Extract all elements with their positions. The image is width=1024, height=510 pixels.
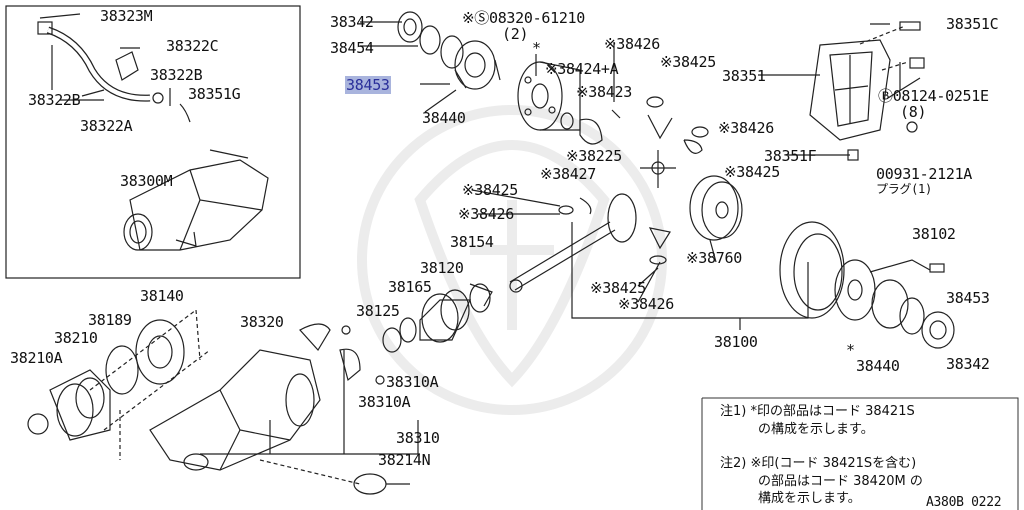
- part-label-38210[interactable]: 38210: [54, 329, 98, 347]
- part-label-38425-c[interactable]: ※38425: [462, 181, 518, 199]
- part-label-38427[interactable]: ※38427: [540, 165, 596, 183]
- part-label-38120[interactable]: 38120: [420, 259, 464, 277]
- part-label-38300M[interactable]: 38300M: [120, 172, 173, 190]
- part-label-38351G[interactable]: 38351G: [188, 85, 241, 103]
- note-2-line-1: 注2) ※印(コード 38421Sを含む): [720, 456, 917, 471]
- asterisk-mark-case: *: [532, 39, 541, 57]
- part-label-38453-bottom[interactable]: 38453: [946, 289, 990, 307]
- part-label-08124-qty: (8): [900, 103, 927, 121]
- pinion-bearings: [382, 283, 491, 353]
- part-label-38440-top[interactable]: 38440: [422, 109, 466, 127]
- part-label-38424A[interactable]: ※38424+A: [545, 60, 619, 78]
- differential-case: [517, 61, 581, 131]
- asterisk-mark-bearing: *: [846, 341, 855, 359]
- note-2-line-3: 構成を示します。: [758, 491, 861, 506]
- part-label-38320[interactable]: 38320: [240, 313, 284, 331]
- part-label-38225[interactable]: ※38225: [566, 147, 622, 165]
- differential-gear-38760: [689, 175, 743, 241]
- part-label-08320-qty: (2): [502, 25, 529, 43]
- part-label-38423[interactable]: ※38423: [576, 83, 632, 101]
- note-1-line-2: の構成を示します。: [758, 422, 874, 437]
- companion-flange: [27, 309, 211, 460]
- part-label-38140[interactable]: 38140: [140, 287, 184, 305]
- ring-gear: [779, 221, 955, 349]
- differential-carrier: [149, 323, 387, 495]
- part-label-08320-61210[interactable]: ※Ⓢ08320-61210: [462, 9, 586, 27]
- part-label-38342-bottom[interactable]: 38342: [946, 355, 990, 373]
- part-label-38322B-left[interactable]: 38322B: [28, 91, 81, 109]
- highlight-marker: 38453: [345, 76, 391, 94]
- part-label-38425-b[interactable]: ※38425: [724, 163, 780, 181]
- part-label-38165[interactable]: 38165: [388, 278, 432, 296]
- part-label-00931-2121A[interactable]: 00931-2121A: [876, 165, 973, 183]
- part-label-38453-highlighted[interactable]: 38453: [345, 76, 391, 94]
- part-label-38425-d[interactable]: ※38425: [590, 279, 646, 297]
- part-label-38154[interactable]: 38154: [450, 233, 494, 251]
- part-label-08124-0251E[interactable]: Ⓑ08124-0251E: [878, 87, 989, 105]
- part-label-38310[interactable]: 38310: [396, 429, 440, 447]
- inset-frame: [5, 5, 301, 279]
- part-label-38426-c[interactable]: ※38426: [458, 205, 514, 223]
- part-label-38760[interactable]: ※38760: [686, 249, 742, 267]
- part-label-38426-b[interactable]: ※38426: [718, 119, 774, 137]
- part-label-38342-top[interactable]: 38342: [330, 13, 374, 31]
- note-2-line-2: の部品はコード 38420M の: [758, 474, 923, 489]
- diagram-code: A380B 0222: [926, 495, 1002, 510]
- part-label-38322A[interactable]: 38322A: [80, 117, 133, 135]
- drive-pinion: [469, 193, 637, 307]
- part-label-38426-a[interactable]: ※38426: [604, 35, 660, 53]
- part-label-38454[interactable]: 38454: [330, 39, 374, 57]
- part-label-38310A-b[interactable]: 38310A: [358, 393, 411, 411]
- part-label-38322B-right[interactable]: 38322B: [150, 66, 203, 84]
- side-bearing-top: [397, 11, 501, 90]
- part-label-38100[interactable]: 38100: [714, 333, 758, 351]
- part-label-38102[interactable]: 38102: [912, 225, 956, 243]
- part-label-38351F[interactable]: 38351F: [764, 147, 817, 165]
- rear-cover: [809, 21, 925, 161]
- part-label-38322C[interactable]: 38322C: [166, 37, 219, 55]
- part-label-38323M[interactable]: 38323M: [100, 7, 153, 25]
- breather-hose: [37, 13, 191, 123]
- part-label-38440-bottom[interactable]: 38440: [856, 357, 900, 375]
- part-label-38425-a[interactable]: ※38425: [660, 53, 716, 71]
- watermark-emblem: [357, 105, 667, 415]
- part-label-38189[interactable]: 38189: [88, 311, 132, 329]
- part-label-plug-qty: プラグ(1): [876, 182, 932, 196]
- diff-assembly-sketch: [123, 149, 269, 251]
- part-label-38214N[interactable]: 38214N: [378, 451, 431, 469]
- part-label-38351C[interactable]: 38351C: [946, 15, 999, 33]
- part-label-38125[interactable]: 38125: [356, 302, 400, 320]
- part-label-38210A[interactable]: 38210A: [10, 349, 63, 367]
- part-label-38426-d[interactable]: ※38426: [618, 295, 674, 313]
- note-1-line-1: 注1) *印の部品はコード 38421S: [720, 404, 915, 419]
- note-box-frame: [701, 397, 1019, 510]
- part-label-38310A-a[interactable]: 38310A: [386, 373, 439, 391]
- part-label-38351[interactable]: 38351: [722, 67, 766, 85]
- side-gears: [558, 96, 709, 265]
